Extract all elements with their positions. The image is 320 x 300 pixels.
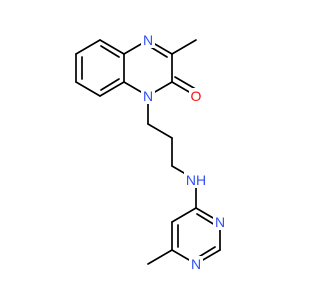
atom-bg: [184, 172, 208, 188]
molecule-structure: N N O NH N N: [75, 32, 227, 272]
atom-o-carbonyl: O: [191, 88, 202, 104]
atom-n-pyrimidine-bottom: N: [191, 256, 201, 272]
bond-pyr-6: [171, 207, 197, 223]
atom-bg: [213, 214, 227, 230]
bond-chain-2: [147, 123, 173, 139]
bond-benzene-2-inner: [100, 45, 120, 58]
atom-labels-layer: N N O NH N N: [141, 32, 227, 272]
bond-methyl-pyrimidine: [147, 249, 173, 265]
atom-bg: [141, 88, 155, 104]
atom-bg: [189, 256, 203, 272]
atom-n-pyrimidine-top: N: [215, 214, 225, 230]
atom-bg: [141, 32, 155, 48]
atom-n-quinoxaline-bottom: N: [143, 88, 153, 104]
atom-bg: [189, 88, 203, 104]
atom-n-quinoxaline-top: N: [143, 32, 153, 48]
bonds-layer: [75, 39, 221, 265]
bond-benzene-2: [99, 39, 125, 55]
bond-pyr-1-inner: [196, 213, 216, 226]
atom-nh-amine: NH: [186, 172, 206, 188]
bond-benzene-4-inner: [100, 78, 120, 91]
bond-benzene-1: [75, 39, 101, 55]
bond-benzene-4: [99, 81, 125, 97]
bond-benzene-5: [75, 81, 101, 97]
bond-methyl-quinoxaline: [171, 39, 197, 55]
